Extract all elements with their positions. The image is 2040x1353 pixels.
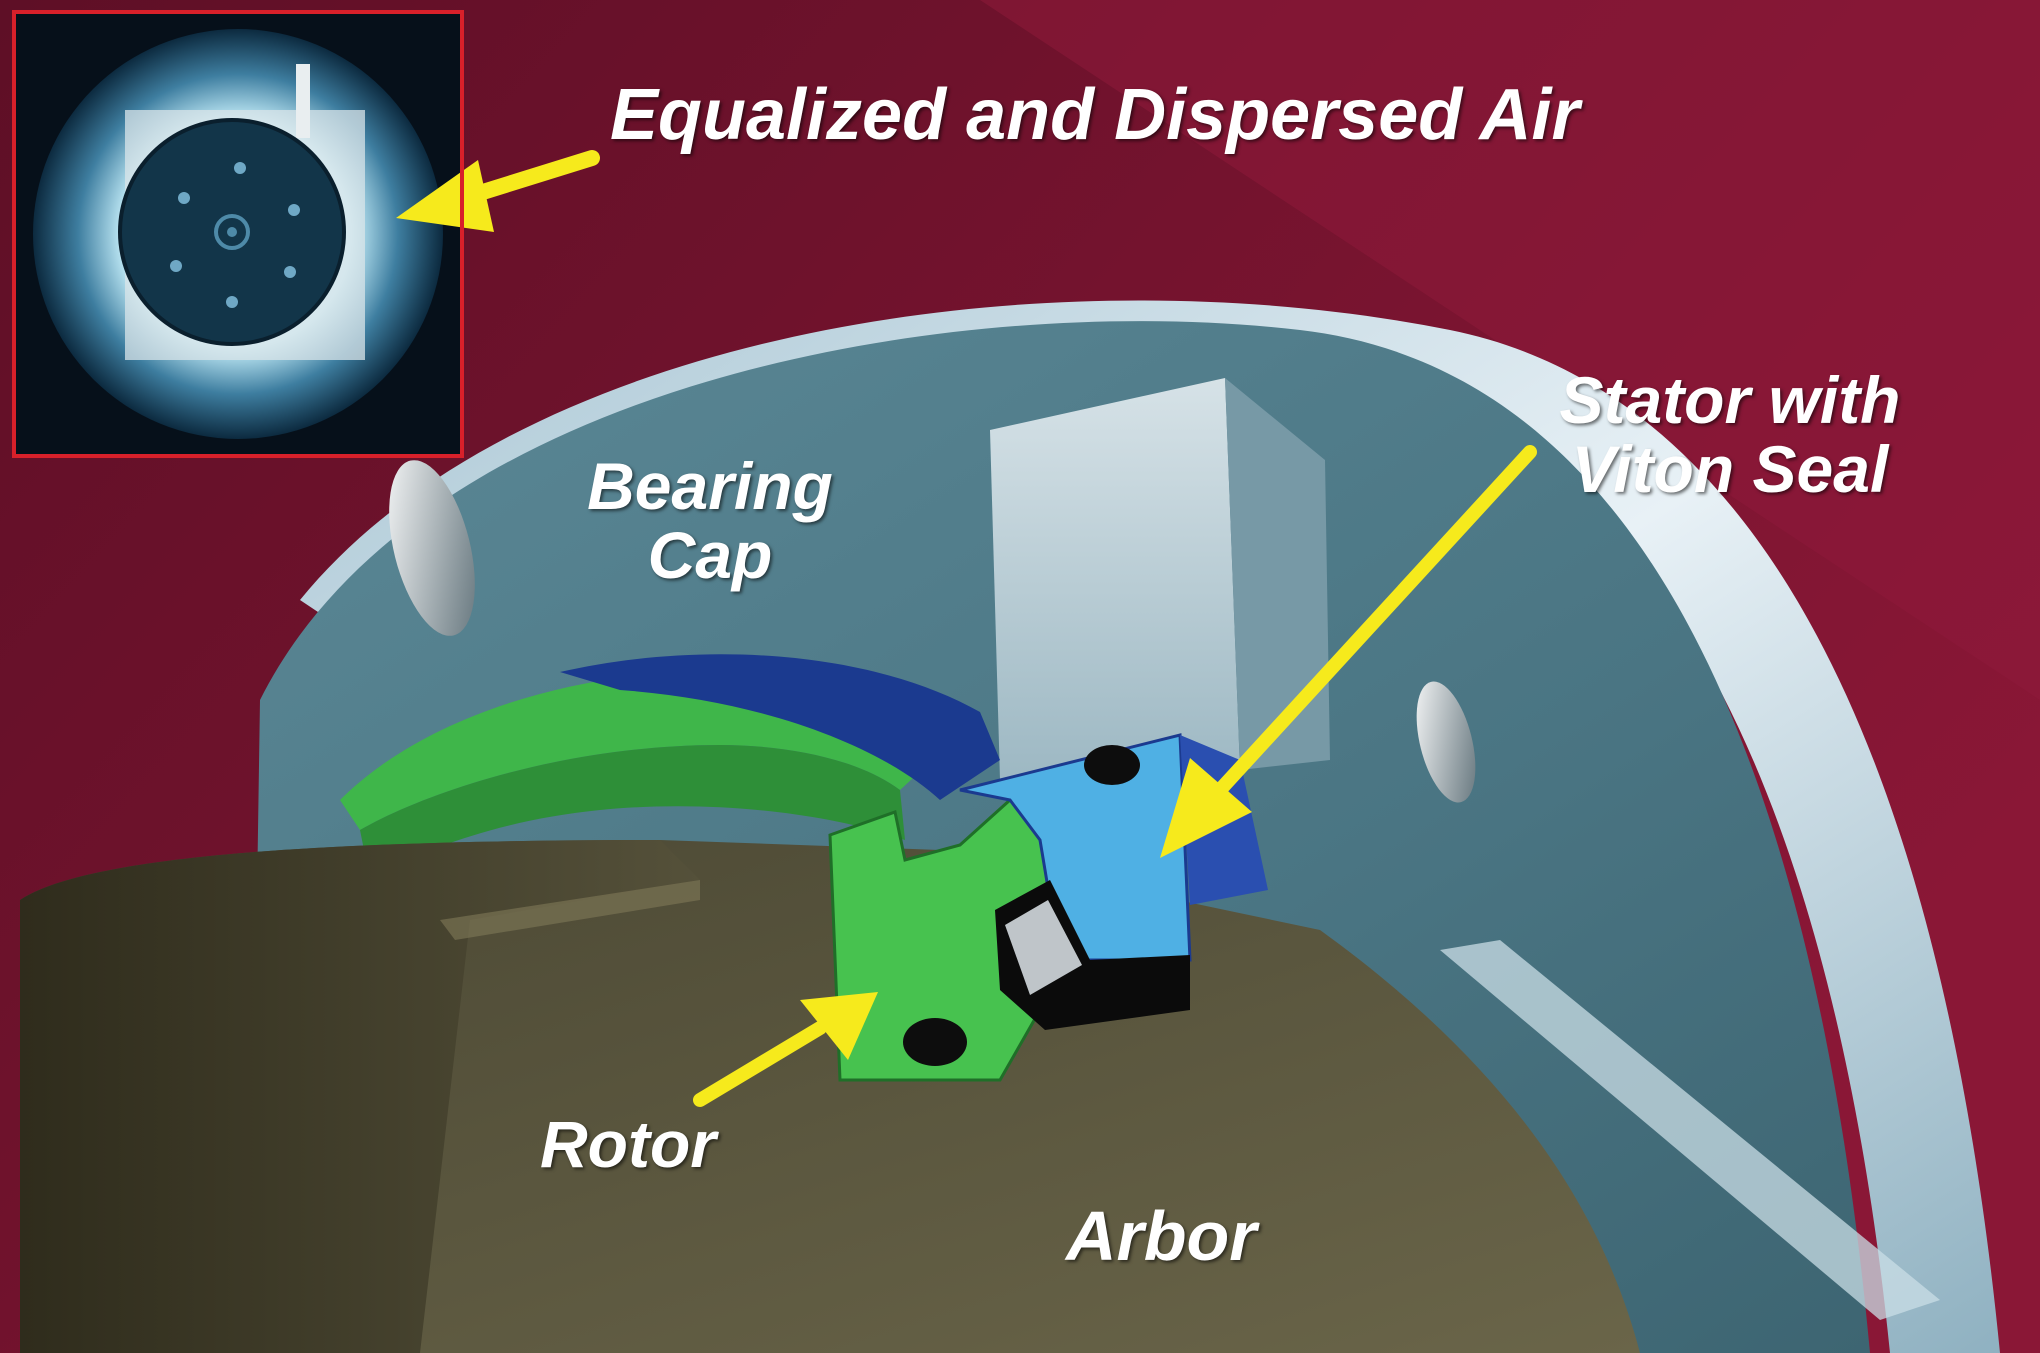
arrow-stator — [1160, 445, 1537, 858]
label-equalized-air: Equalized and Dispersed Air — [610, 75, 1580, 155]
label-rotor: Rotor — [540, 1107, 716, 1181]
arbor-edge — [440, 880, 700, 940]
labyrinth-highlight — [1005, 900, 1082, 995]
label-bearing-cap-line-2: Cap — [647, 518, 773, 593]
stator-o-ring — [1084, 745, 1140, 785]
bolt-hole-right — [1416, 681, 1476, 803]
dispersed-air-photo — [12, 10, 464, 458]
bolt-hole-left — [389, 460, 475, 636]
bearing-cap-slot — [990, 378, 1240, 780]
bearing-cap-slot-edge — [1225, 378, 1330, 770]
stator-arc — [560, 654, 1000, 800]
label-stator-line-1: Stator with — [1559, 363, 1901, 437]
arrow-rotor — [693, 992, 878, 1107]
label-bearing-cap: Bearing Cap — [520, 449, 900, 593]
arrow-equalized-air — [396, 150, 600, 232]
light-streak — [1440, 940, 1940, 1320]
arbor-top — [20, 840, 700, 1353]
inset-photo-frame — [12, 10, 464, 458]
rotor-o-ring — [903, 1018, 967, 1066]
label-bearing-cap-line-1: Bearing — [587, 449, 833, 523]
label-arbor: Arbor — [1066, 1197, 1257, 1275]
label-stator-line-2: Viton Seal — [1571, 432, 1889, 507]
label-stator: Stator with Viton Seal — [1500, 363, 1960, 507]
rotor-arc-shade — [360, 745, 905, 880]
